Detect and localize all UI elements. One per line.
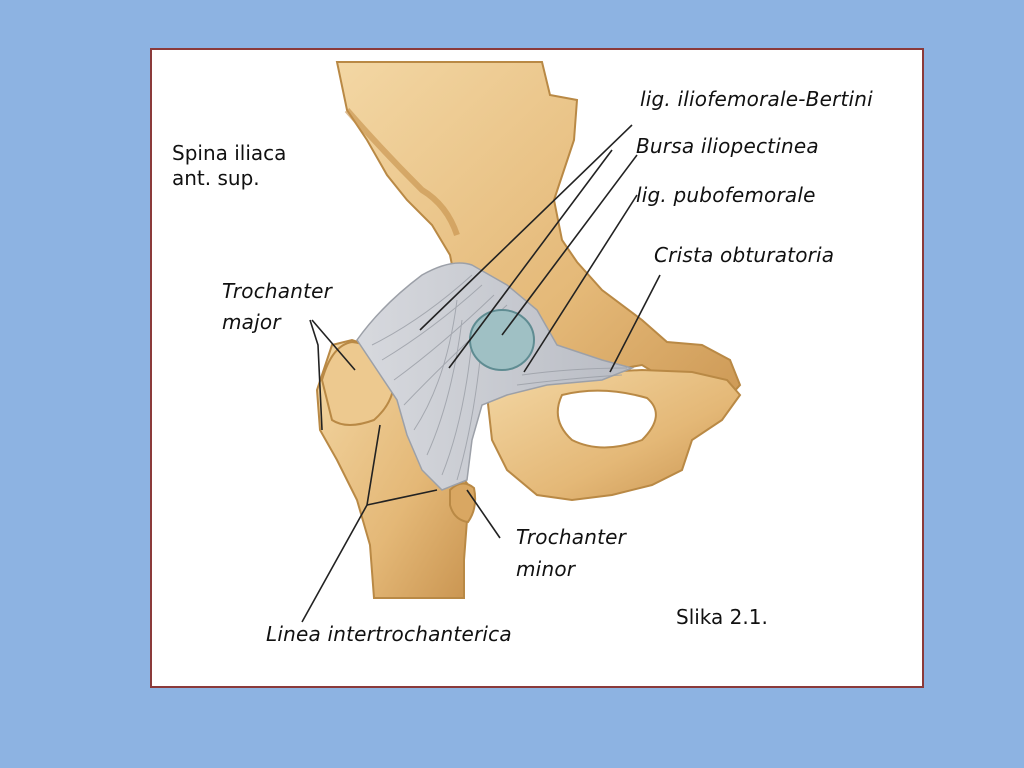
leader-trochanter-major-2	[311, 319, 356, 371]
label-lig-pubofemorale: lig. pubofemorale	[636, 183, 816, 207]
capsule-ligaments	[356, 262, 635, 491]
ligament-fibers	[371, 274, 628, 481]
label-crista-obturatoria: Crista obturatoria	[654, 243, 835, 267]
figure-frame: Spina iliaca ant. sup. lig. iliofemorale…	[150, 48, 924, 688]
label-bursa-iliopectinea: Bursa iliopectinea	[636, 134, 819, 158]
label-trochanter-minor-line1: Trochanter	[516, 525, 627, 549]
label-trochanter-major-line2: major	[222, 310, 281, 334]
bursa-iliopectinea	[469, 309, 535, 371]
hip-joint-illustration	[301, 61, 742, 623]
leader-linea-2	[366, 489, 438, 506]
leader-trochanter-minor	[466, 489, 501, 539]
label-spina-iliaca-line2: ant. sup.	[172, 166, 260, 190]
leader-lines	[301, 124, 661, 623]
label-spina-iliaca-line1: Spina iliaca	[172, 141, 287, 165]
label-linea-intertrochanterica: Linea intertrochanterica	[266, 622, 512, 646]
label-lig-iliofemorale: lig. iliofemorale-Bertini	[640, 87, 873, 111]
leader-crista	[609, 274, 661, 373]
leader-iliofemorale	[419, 124, 633, 331]
obturator-foramen	[556, 389, 657, 449]
ilium-crest-shadow	[344, 108, 460, 236]
figure-caption: Slika 2.1.	[676, 605, 768, 629]
leader-pubofemorale	[523, 194, 638, 373]
leader-bursa	[501, 154, 638, 336]
leader-trochanter-major	[309, 319, 323, 431]
label-trochanter-minor-line2: minor	[516, 557, 576, 581]
label-trochanter-major-line1: Trochanter	[222, 279, 333, 303]
leader-iliofemorale-2	[448, 149, 613, 369]
